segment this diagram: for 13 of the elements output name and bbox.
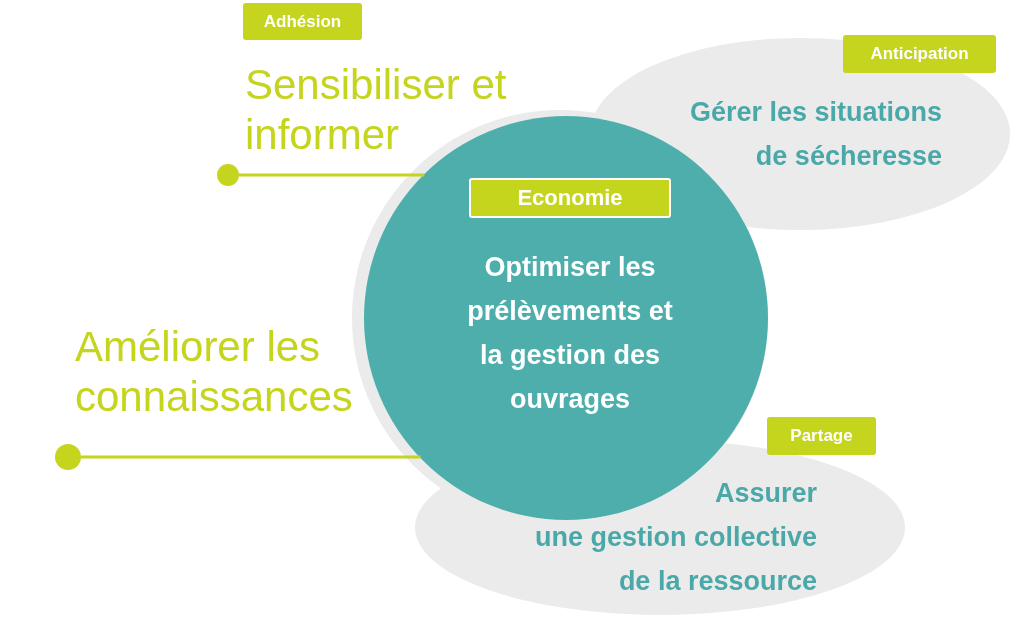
heading-text: Améliorer les connaissances [75,322,395,432]
tag-label: Adhésion [243,3,362,40]
heading-text: Sensibiliser et informer [245,60,545,165]
tag-label: Partage [767,417,876,455]
connector-line [239,173,425,177]
bullet-dot [217,164,239,186]
tag-label: Anticipation [843,35,996,73]
tag-label: Economie [469,178,671,218]
connector-line [81,455,421,459]
bullet-dot [55,444,81,470]
circle-text: Optimiser les prélèvements et la gestion des ouvrages [466,251,674,416]
ellipse-text: Gérer les situations de sécheresse [688,96,942,173]
ellipse-text: Assurer une gestion collective de la ressource [533,476,817,598]
